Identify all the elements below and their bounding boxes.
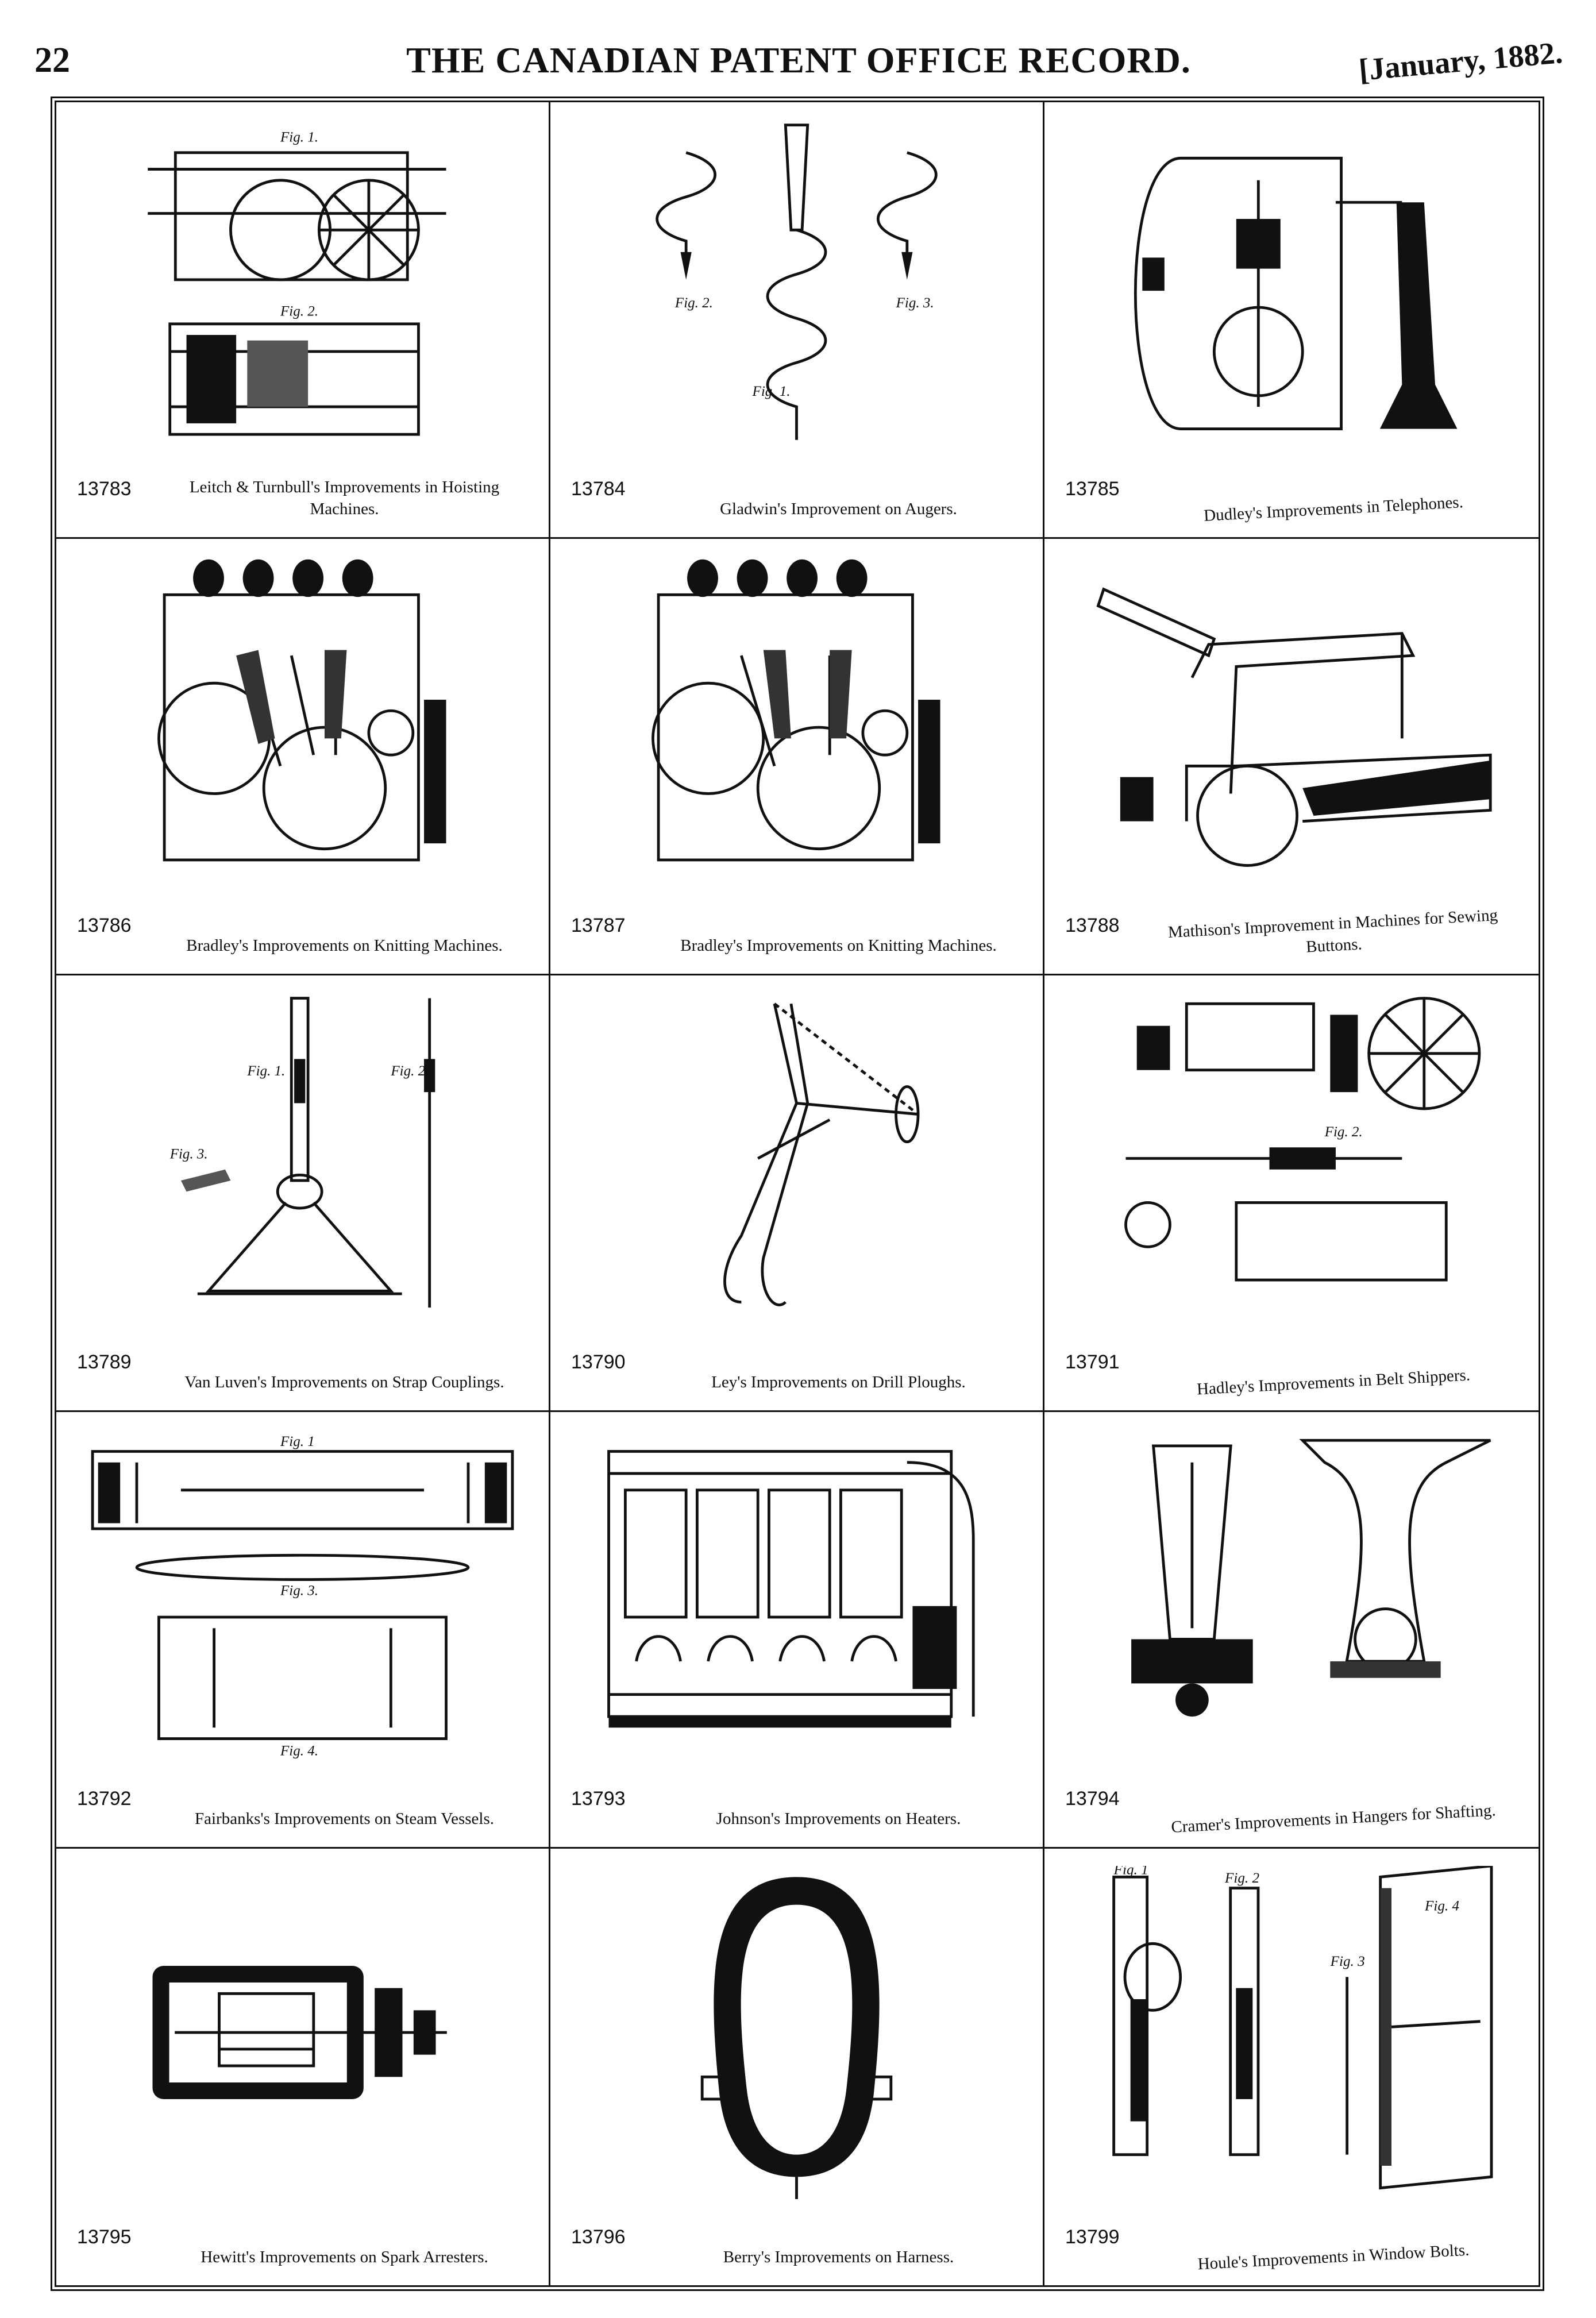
patent-title: Bradley's Improvements on Knitting Machi… bbox=[186, 936, 503, 955]
patent-title: Hewitt's Improvements on Spark Arresters… bbox=[201, 2248, 488, 2266]
svg-text:Fig. 3.: Fig. 3. bbox=[280, 1583, 318, 1599]
svg-text:Fig. 1.: Fig. 1. bbox=[752, 384, 791, 399]
patent-cell-13795: 13795 Hewitt's Improvements on Spark Arr… bbox=[56, 1849, 550, 2285]
patent-cell-13794: 13794 Cramer's Improvements in Hangers f… bbox=[1044, 1412, 1539, 1849]
patent-caption: 13795 Hewitt's Improvements on Spark Arr… bbox=[77, 2207, 531, 2270]
patent-caption: 13794 Cramer's Improvements in Hangers f… bbox=[1065, 1769, 1521, 1837]
patent-title: Hadley's Improvements in Belt Shippers. bbox=[1196, 1366, 1471, 1399]
svg-text:Fig. 2: Fig. 2 bbox=[1224, 1870, 1259, 1886]
patent-cell-13793: 13793 Johnson's Improvements on Heaters. bbox=[550, 1412, 1044, 1849]
svg-text:Fig. 1.: Fig. 1. bbox=[280, 129, 318, 145]
steam-vessel-icon: Fig. 1 Fig. 3. Fig. 4. bbox=[79, 1429, 526, 1761]
svg-text:Fig. 3.: Fig. 3. bbox=[896, 295, 934, 311]
patent-caption: 13786 Bradley's Improvements on Knitting… bbox=[77, 896, 531, 959]
harness-collar-icon bbox=[573, 1866, 1020, 2199]
patent-title: Cramer's Improvements in Hangers for Sha… bbox=[1170, 1801, 1497, 1837]
auger-icon: Fig. 2. Fig. 3. Fig. 1. bbox=[573, 119, 1020, 451]
patent-cell-13796: 13796 Berry's Improvements on Harness. bbox=[550, 1849, 1044, 2285]
spark-arrester-icon bbox=[79, 1866, 526, 2199]
patent-caption: 13791 Hadley's Improvements in Belt Ship… bbox=[1065, 1332, 1521, 1398]
patent-caption: 13783 Leitch & Turnbull's Improvements i… bbox=[77, 459, 531, 522]
svg-text:Fig. 2.: Fig. 2. bbox=[674, 295, 713, 311]
patent-title: Dudley's Improvements in Telephones. bbox=[1203, 493, 1464, 525]
patent-cell-13790: 13790 Ley's Improvements on Drill Plough… bbox=[550, 975, 1044, 1412]
page-header: 22 THE CANADIAN PATENT OFFICE RECORD. [J… bbox=[34, 29, 1564, 98]
page-title: THE CANADIAN PATENT OFFICE RECORD. bbox=[406, 40, 1191, 80]
svg-text:Fig. 4: Fig. 4 bbox=[1424, 1898, 1459, 1914]
patent-caption: 13790 Ley's Improvements on Drill Plough… bbox=[571, 1332, 1026, 1395]
patent-cell-13784: Fig. 2. Fig. 3. Fig. 1. 13784 Gladwin's … bbox=[550, 102, 1044, 539]
patent-number: 13783 bbox=[77, 478, 132, 500]
patent-cell-13783: Fig. 1. Fig. 2. 13783 Leitch & Turnbull'… bbox=[56, 102, 550, 539]
patent-title: Bradley's Improvements on Knitting Machi… bbox=[680, 936, 997, 955]
patent-number: 13787 bbox=[571, 915, 626, 936]
shaft-hanger-icon bbox=[1067, 1429, 1516, 1761]
window-bolt-icon: Fig. 1 Fig. 2 Fig. 3 Fig. 4 bbox=[1067, 1866, 1516, 2199]
svg-text:Fig. 1: Fig. 1 bbox=[1113, 1866, 1148, 1878]
svg-text:Fig. 2.: Fig. 2. bbox=[390, 1063, 429, 1079]
patent-title: Ley's Improvements on Drill Ploughs. bbox=[711, 1373, 966, 1391]
patent-number: 13796 bbox=[571, 2226, 626, 2248]
svg-text:Fig. 1: Fig. 1 bbox=[280, 1434, 315, 1449]
svg-text:Fig. 3: Fig. 3 bbox=[1330, 1954, 1365, 1969]
patent-title: Mathison's Improvement in Machines for S… bbox=[1167, 906, 1498, 956]
patent-caption: 13785 Dudley's Improvements in Telephone… bbox=[1065, 459, 1521, 525]
page-number: 22 bbox=[34, 41, 70, 80]
svg-text:Fig. 4.: Fig. 4. bbox=[280, 1743, 318, 1758]
patent-cell-13789: Fig. 1. Fig. 2. Fig. 3. 13789 Van Luven'… bbox=[56, 975, 550, 1412]
knitting-machine-icon bbox=[573, 556, 1020, 888]
patent-number: 13785 bbox=[1065, 478, 1120, 500]
patent-caption: 13796 Berry's Improvements on Harness. bbox=[571, 2207, 1026, 2270]
patent-title: Van Luven's Improvements on Strap Coupli… bbox=[184, 1373, 504, 1391]
patent-number: 13793 bbox=[571, 1788, 626, 1810]
patent-title: Houle's Improvements in Window Bolts. bbox=[1197, 2240, 1470, 2274]
patent-title: Leitch & Turnbull's Improvements in Hois… bbox=[189, 478, 500, 518]
telephone-icon bbox=[1067, 119, 1516, 451]
patent-number: 13792 bbox=[77, 1788, 132, 1810]
patent-drawings-grid: Fig. 1. Fig. 2. 13783 Leitch & Turnbull'… bbox=[51, 97, 1544, 2291]
patent-number: 13791 bbox=[1065, 1351, 1120, 1373]
patent-number: 13799 bbox=[1065, 2226, 1120, 2248]
patent-title: Johnson's Improvements on Heaters. bbox=[716, 1810, 961, 1828]
strap-coupling-icon: Fig. 1. Fig. 2. Fig. 3. bbox=[79, 993, 526, 1324]
patent-number: 13784 bbox=[571, 478, 626, 500]
patent-caption: 13787 Bradley's Improvements on Knitting… bbox=[571, 896, 1026, 959]
heater-icon bbox=[573, 1429, 1020, 1761]
patent-caption: 13788 Mathison's Improvement in Machines… bbox=[1065, 896, 1521, 959]
patent-number: 13789 bbox=[77, 1351, 132, 1373]
patent-caption: 13799 Houle's Improvements in Window Bol… bbox=[1065, 2207, 1521, 2273]
patent-number: 13795 bbox=[77, 2226, 132, 2248]
svg-text:Fig. 1.: Fig. 1. bbox=[246, 1063, 285, 1079]
patent-cell-13788: 13788 Mathison's Improvement in Machines… bbox=[1044, 539, 1539, 975]
sewing-machine-icon bbox=[1067, 556, 1516, 888]
svg-text:Fig. 2.: Fig. 2. bbox=[280, 303, 318, 319]
patent-title: Fairbanks's Improvements on Steam Vessel… bbox=[195, 1810, 494, 1828]
patent-cell-13787: 13787 Bradley's Improvements on Knitting… bbox=[550, 539, 1044, 975]
patent-number: 13794 bbox=[1065, 1788, 1120, 1810]
patent-number: 13786 bbox=[77, 915, 132, 936]
patent-number: 13788 bbox=[1065, 915, 1120, 936]
patent-cell-13791: Fig. 2. 13791 Hadley's Improvements in B… bbox=[1044, 975, 1539, 1412]
patent-number: 13790 bbox=[571, 1351, 626, 1373]
patent-caption: 13789 Van Luven's Improvements on Strap … bbox=[77, 1332, 531, 1395]
patent-cell-13799: Fig. 1 Fig. 2 Fig. 3 Fig. 4 13799 Houle'… bbox=[1044, 1849, 1539, 2285]
patent-cell-13792: Fig. 1 Fig. 3. Fig. 4. 13792 Fairbanks's… bbox=[56, 1412, 550, 1849]
patent-cell-13785: 13785 Dudley's Improvements in Telephone… bbox=[1044, 102, 1539, 539]
hoisting-machine-icon: Fig. 1. Fig. 2. bbox=[79, 119, 526, 451]
patent-cell-13786: 13786 Bradley's Improvements on Knitting… bbox=[56, 539, 550, 975]
patent-caption: 13784 Gladwin's Improvement on Augers. bbox=[571, 459, 1026, 522]
belt-shipper-icon: Fig. 2. bbox=[1067, 993, 1516, 1324]
svg-text:Fig. 2.: Fig. 2. bbox=[1324, 1124, 1363, 1140]
drill-plough-icon bbox=[573, 993, 1020, 1324]
patent-caption: 13792 Fairbanks's Improvements on Steam … bbox=[77, 1769, 531, 1832]
svg-text:Fig. 3.: Fig. 3. bbox=[169, 1147, 208, 1162]
patent-title: Gladwin's Improvement on Augers. bbox=[720, 500, 957, 518]
patent-title: Berry's Improvements on Harness. bbox=[723, 2248, 954, 2266]
patent-caption: 13793 Johnson's Improvements on Heaters. bbox=[571, 1769, 1026, 1832]
knitting-machine-icon bbox=[79, 556, 526, 888]
